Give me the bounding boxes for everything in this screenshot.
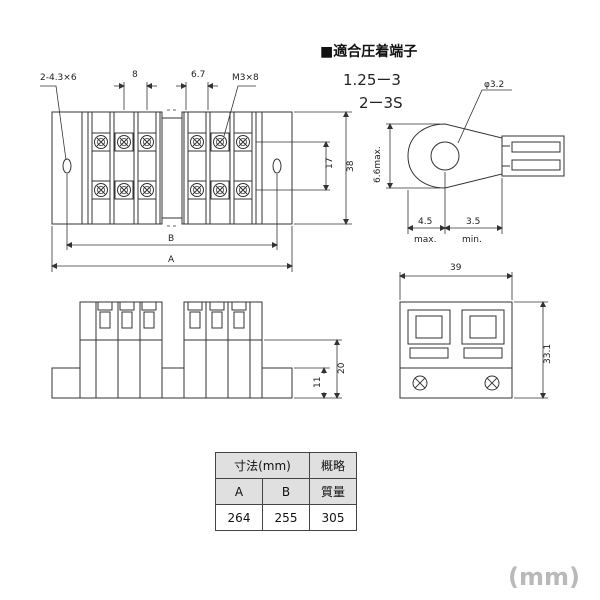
table-subheader-row: A B 質量 <box>215 478 357 505</box>
table-cell-B: 255 <box>262 504 310 531</box>
side-step-label: 11 <box>313 377 323 388</box>
table-header-dimensions: 寸法(mm) <box>215 452 310 479</box>
table-header-row: 寸法(mm) 概略 <box>215 452 357 479</box>
end-view-dimensions <box>399 272 548 399</box>
table-header-mass-line1: 概略 <box>309 452 357 479</box>
terminal-screw-icon <box>187 180 207 200</box>
terminal-screw-icon <box>114 180 134 200</box>
mounting-hole-left <box>62 158 72 174</box>
terminal-screw-icon <box>114 132 134 152</box>
crimp-terminal-drawing <box>407 123 565 189</box>
terminal-screw-icon <box>91 132 111 152</box>
side-height-label: 20 <box>337 362 347 374</box>
dimension-table: 寸法(mm) 概略 A B 質量 264 255 305 <box>215 452 357 531</box>
mounting-hole-right <box>272 158 282 174</box>
gap-label: 6.7 <box>191 70 205 80</box>
terminal-screw-icon <box>91 180 111 200</box>
terminal-size-1: 1.25ー3 <box>343 71 401 89</box>
screw-spec-label: M3×8 <box>232 73 259 83</box>
table-header-B: B <box>262 478 310 505</box>
terminal-screw-icon <box>137 132 157 152</box>
terminal-size-2: 2ー3S <box>359 94 403 112</box>
table-row: 264 255 305 <box>215 504 357 531</box>
row-spacing-label: 17 <box>325 158 335 169</box>
dim-B-label: B <box>168 234 174 244</box>
unit-label: (mm) <box>508 563 580 591</box>
hole-spec-label: 2-4.3×6 <box>40 73 77 83</box>
terminal-screw-icon <box>187 132 207 152</box>
end-width-label: 39 <box>450 263 462 273</box>
top-view <box>51 109 293 227</box>
dim-4-5-note: max. <box>414 235 436 245</box>
height-38-label: 38 <box>346 160 356 172</box>
dim-4-5-value: 4.5 <box>418 217 432 227</box>
table-header-mass-line2: 質量 <box>309 478 357 505</box>
pitch-label: 8 <box>132 70 138 80</box>
applicable-terminal-title: ■適合圧着端子 <box>320 43 417 60</box>
terminal-width-label: 6.6max. <box>373 146 383 183</box>
hole-diameter-label: φ3.2 <box>484 80 504 90</box>
side-view <box>51 301 293 399</box>
terminal-screw-icon <box>210 180 230 200</box>
end-height-label: 33.1 <box>543 344 553 364</box>
terminal-screw-icon <box>137 180 157 200</box>
table-header-A: A <box>215 478 263 505</box>
table-cell-A: 264 <box>215 504 263 531</box>
terminal-screw-icon <box>210 132 230 152</box>
terminal-dimensions <box>386 89 512 234</box>
dim-3-5-note: min. <box>462 235 482 245</box>
table-cell-mass: 305 <box>309 504 357 531</box>
top-view-dimensions <box>40 82 352 272</box>
dim-A-label: A <box>168 255 175 265</box>
side-view-dimensions <box>264 339 342 399</box>
terminal-screw-icon <box>233 180 253 200</box>
dim-3-5-value: 3.5 <box>466 217 480 227</box>
end-view <box>399 301 513 399</box>
terminal-screw-icon <box>233 132 253 152</box>
